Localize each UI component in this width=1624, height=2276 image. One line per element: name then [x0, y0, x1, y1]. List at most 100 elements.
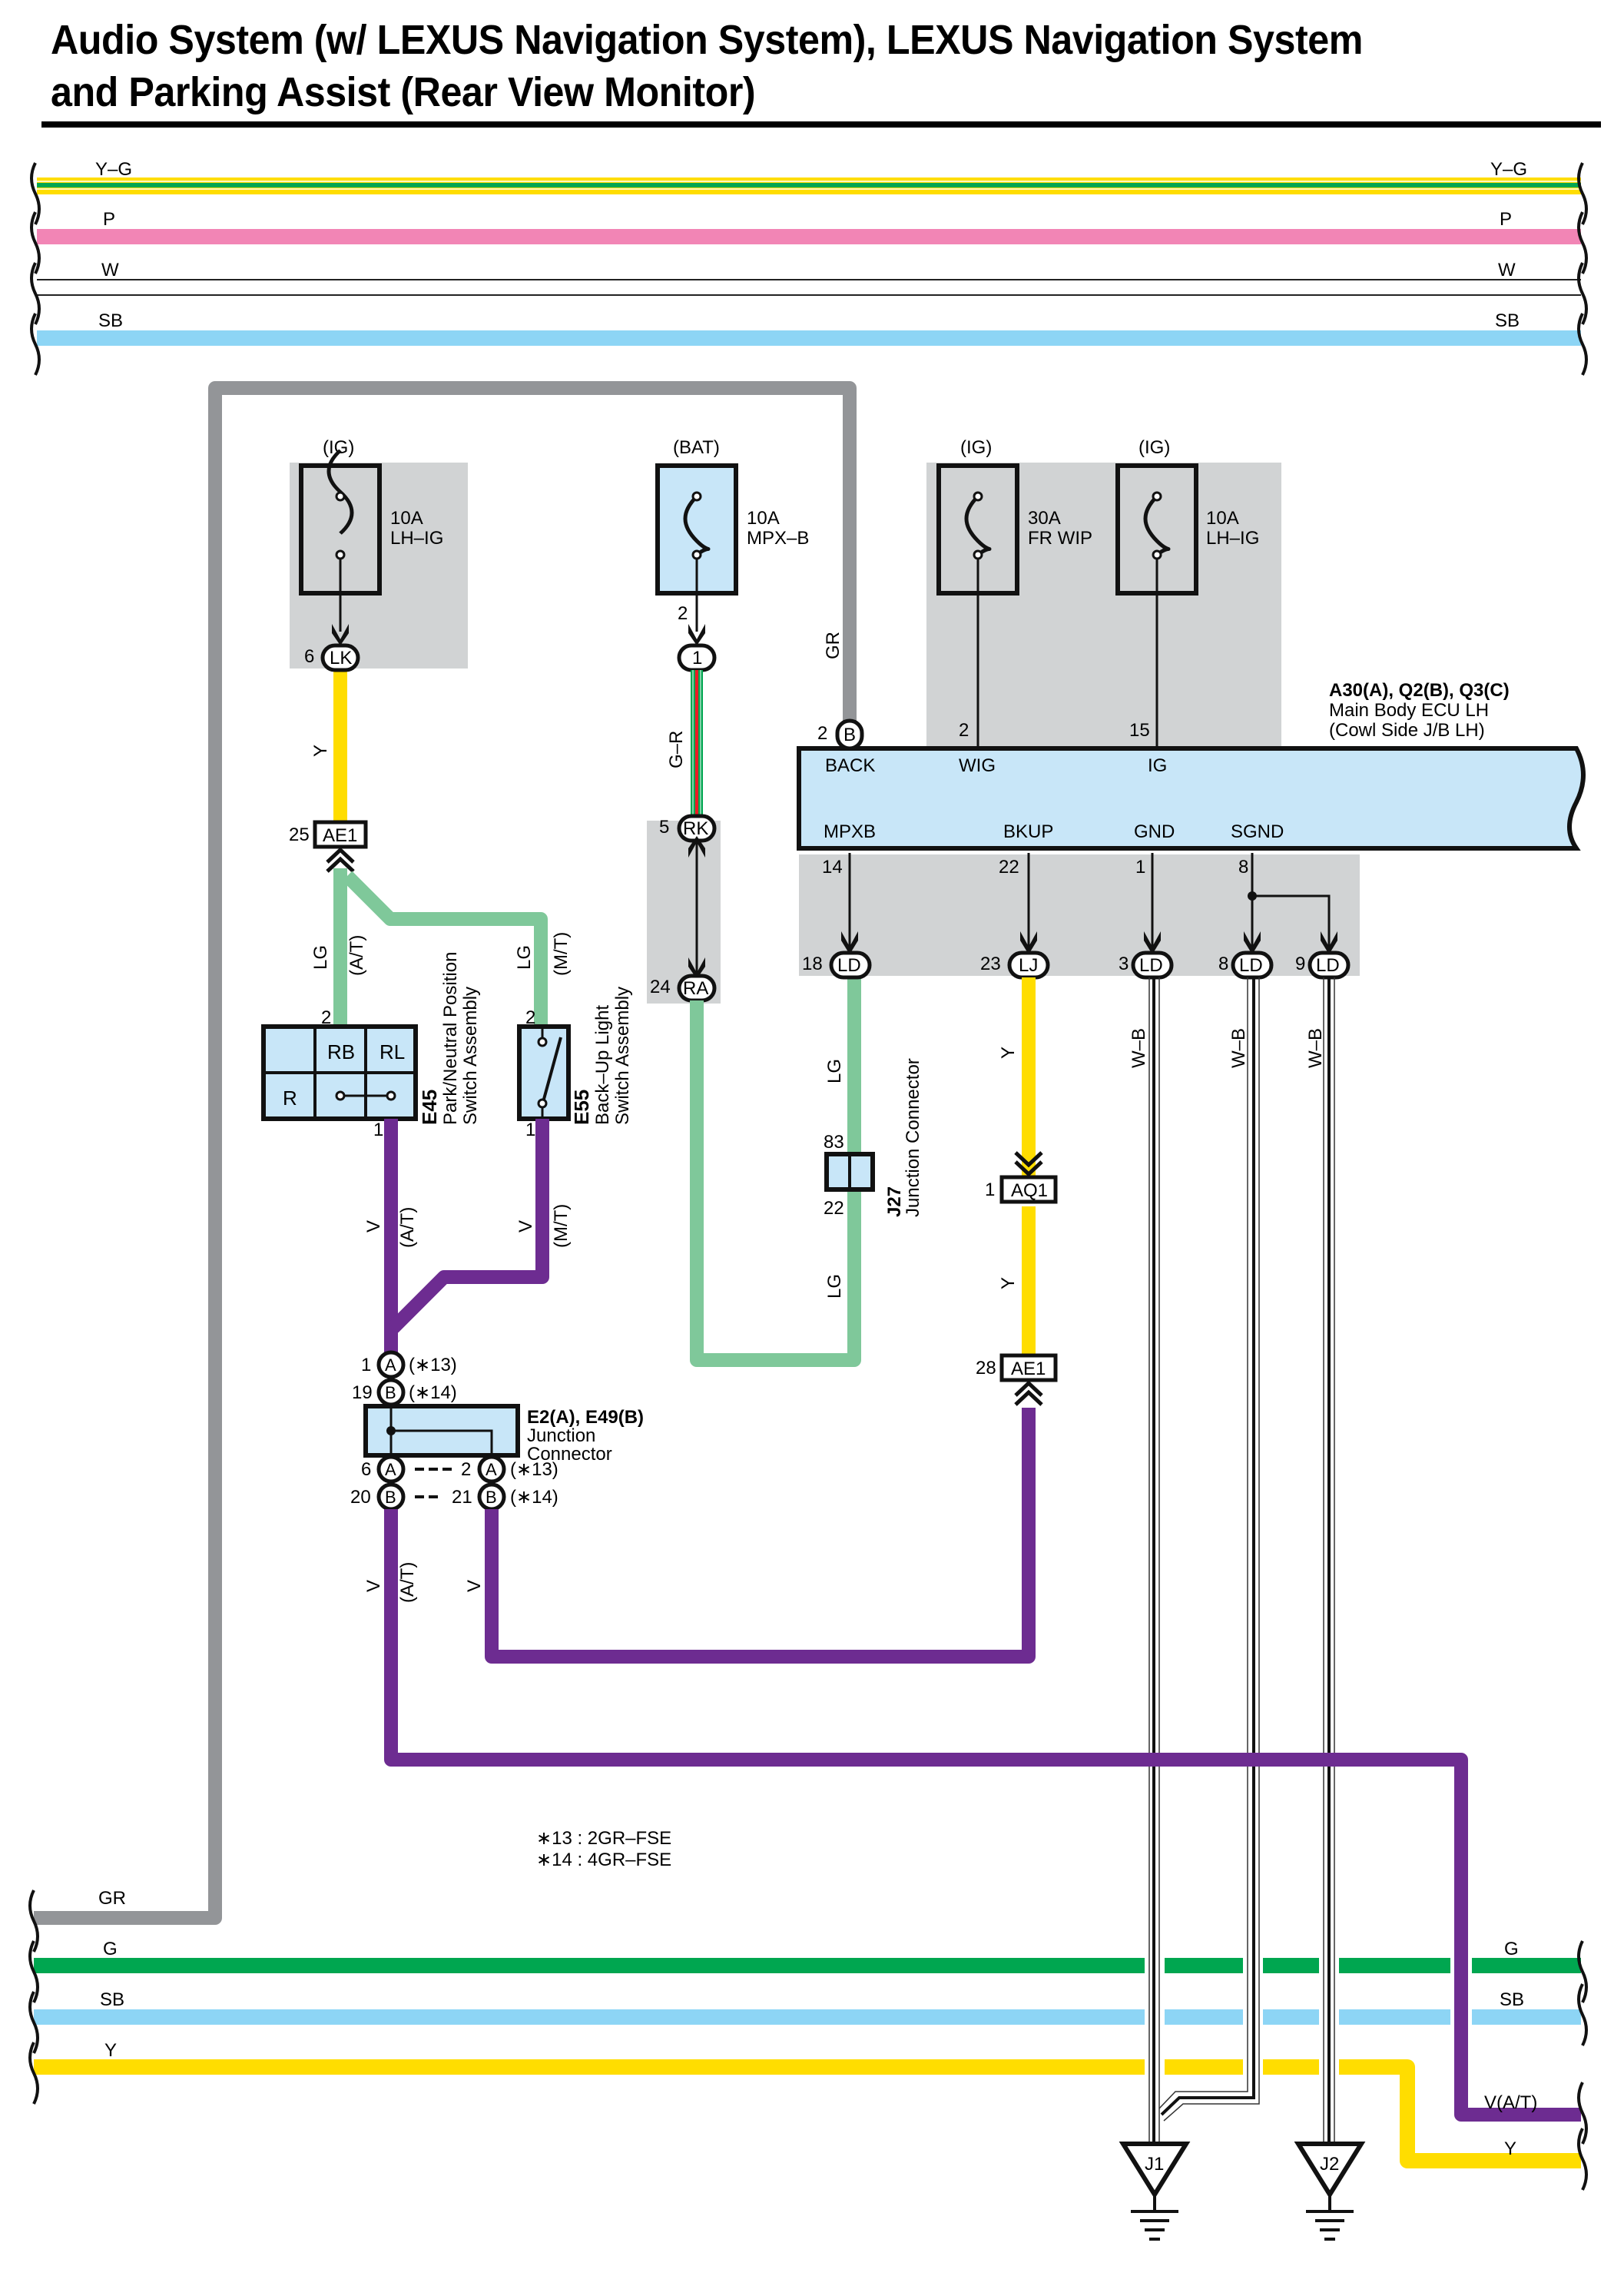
fuse-icon [964, 495, 992, 556]
bus-label-g-right: G [1504, 1939, 1519, 1959]
bus-label-sb-left: SB [100, 1989, 124, 2010]
connector-id: LD [837, 955, 861, 976]
pin-id: B [385, 1488, 396, 1507]
ecu-pin-wig: 2 [959, 720, 969, 741]
pin-gnd: 1 [1135, 857, 1145, 878]
main-body-ecu[interactable]: A30(A), Q2(B), Q3(C) Main Body ECU LH (C… [797, 680, 1586, 851]
e55-name-1: Back–Up Light [592, 1005, 613, 1125]
wire-label-lg: LG [310, 945, 331, 970]
pin-note: (∗14) [409, 1382, 457, 1403]
connector-b-back[interactable]: 2 B [817, 718, 864, 751]
connector-id: AE1 [323, 825, 357, 846]
connector-id: RK [683, 818, 708, 839]
e2-e49-name-1: Junction [527, 1425, 595, 1446]
connector-1[interactable]: 1 [677, 643, 717, 672]
connector-pin: 1 [985, 1179, 995, 1200]
pin-id: B [486, 1488, 497, 1507]
connector-rk[interactable]: 5 RK [659, 814, 717, 843]
pin-id: B [385, 1383, 396, 1402]
ground-icon [1306, 2210, 1354, 2241]
wire-label-w-b: W–B [1305, 1028, 1326, 1068]
ecu-code: A30(A), Q2(B), Q3(C) [1329, 680, 1510, 701]
connector-ra[interactable]: 24 RA [650, 974, 717, 1003]
wire-label-lg: LG [824, 1059, 845, 1083]
fuse-rating: 10A [747, 508, 780, 529]
connector-id: LD [1316, 955, 1340, 976]
bus-wire-p [37, 229, 1581, 244]
connector-ld-18[interactable]: 18 LD [802, 951, 872, 980]
bus-label-y-left: Y [104, 2040, 117, 2061]
j27-code: J27 [884, 1186, 905, 1217]
v-crossing [1450, 1952, 1472, 2029]
pin-number: 1 [361, 1355, 371, 1375]
pin-6-a: 6 A [361, 1455, 406, 1484]
fuse-name: LH–IG [390, 528, 443, 549]
pin-number: 6 [361, 1459, 371, 1480]
junction-connector-j27[interactable]: 83 22 J27 Junction Connector [824, 1058, 923, 1219]
connector-id: 1 [692, 648, 702, 669]
ecu-terminal-wig: WIG [959, 755, 996, 776]
pin-id: A [486, 1460, 497, 1479]
wire-label-v: V [515, 1220, 536, 1233]
e45-pin-bottom: 1 [373, 1120, 383, 1140]
wire-w-b-group [1148, 977, 1335, 2144]
bus-wire-sb [37, 330, 1581, 346]
ecu-name-1: Main Body ECU LH [1329, 700, 1489, 721]
e45-cell-r: R [283, 1087, 297, 1110]
bottom-bus: G SB Y G SB V(A/T) Y [28, 1889, 1588, 2191]
bus-label-p-left: P [103, 209, 115, 230]
connector-lj-23[interactable]: 23 LJ [980, 951, 1050, 980]
bus-wire-y-g [37, 178, 1581, 194]
connector-lk[interactable]: 6 LK [304, 643, 360, 672]
wire-label-at: (A/T) [346, 935, 367, 976]
connector-pin: 2 [817, 723, 827, 744]
w-b-crossings [1145, 1952, 1339, 2082]
ecu-terminal-mpxb: MPXB [824, 821, 876, 842]
ecu-name-2: (Cowl Side J/B LH) [1329, 720, 1485, 741]
j27-pin-bottom: 22 [824, 1198, 844, 1219]
bus-label-v-at-right: V(A/T) [1484, 2092, 1537, 2113]
wire-label-v: V [363, 1220, 384, 1233]
fuse-rating: 10A [1206, 508, 1239, 529]
connector-ld-3[interactable]: 3 LD [1119, 951, 1174, 980]
connector-ld-8[interactable]: 8 LD [1218, 951, 1274, 980]
connector-aq1[interactable]: 1 AQ1 [985, 1175, 1058, 1204]
connector-id: LK [330, 648, 352, 669]
fuse-rating: 10A [390, 508, 423, 529]
connector-ae1-25[interactable]: 25 AE1 [289, 820, 368, 849]
ecu-terminal-bkup: BKUP [1003, 821, 1053, 842]
pin-1-a: 1 A (∗13) [361, 1350, 457, 1379]
fuse-lh-ig-1: (IG) 10A LH–IG [299, 437, 443, 632]
pin-19-b: 19 B (∗14) [352, 1378, 457, 1407]
ground-j2[interactable]: J2 [1294, 2142, 1366, 2241]
fuse-mpx-b: (BAT) 10A MPX–B 2 [655, 437, 809, 632]
e45-cell-rb: RB [327, 1040, 355, 1063]
connector-pin: 28 [976, 1358, 996, 1379]
title-line-1: Audio System (w/ LEXUS Navigation System… [51, 17, 1363, 63]
fuse-lh-ig-2: (IG) 10A LH–IG [1115, 437, 1259, 747]
switch-e55[interactable]: 2 1 E55 Back–Up Light Switch Assembly [517, 987, 633, 1140]
e45-pin-top: 2 [321, 1007, 331, 1028]
wire-v-to-bkup [485, 1408, 1036, 1664]
e55-code: E55 [570, 1090, 593, 1125]
fuse-source: (IG) [1138, 437, 1170, 458]
bus-label-y-g-right: Y–G [1490, 159, 1527, 180]
wire-y-aq1-ae1 [1022, 1206, 1036, 1368]
wire-label-gr: GR [823, 632, 843, 659]
bus-label-y-right: Y [1504, 2138, 1516, 2159]
connector-ld-9[interactable]: 9 LD [1295, 951, 1351, 980]
bus-label-w-left: W [101, 260, 119, 280]
junction-connector-e2-e49[interactable]: 1 A (∗13) 19 B (∗14) E2(A), E49(B) Junct… [350, 1350, 644, 1511]
switch-e45[interactable]: 2 RB RL R 1 E45 Park/Neutral Position Sw… [261, 952, 481, 1140]
wire-label-v: V [363, 1580, 384, 1592]
e2-e49-name-2: Connector [527, 1444, 612, 1465]
connector-ae1-28[interactable]: 28 AE1 [976, 1353, 1058, 1382]
ground-j1[interactable]: J1 [1119, 2142, 1191, 2241]
pin-mpxb: 14 [822, 857, 843, 878]
e45-name-2: Switch Assembly [460, 987, 481, 1125]
ground-label: J2 [1320, 2154, 1339, 2175]
arrow-heads [332, 624, 705, 645]
fuse-icon [683, 495, 711, 556]
wire-y-lj-aq1 [1022, 977, 1036, 1188]
